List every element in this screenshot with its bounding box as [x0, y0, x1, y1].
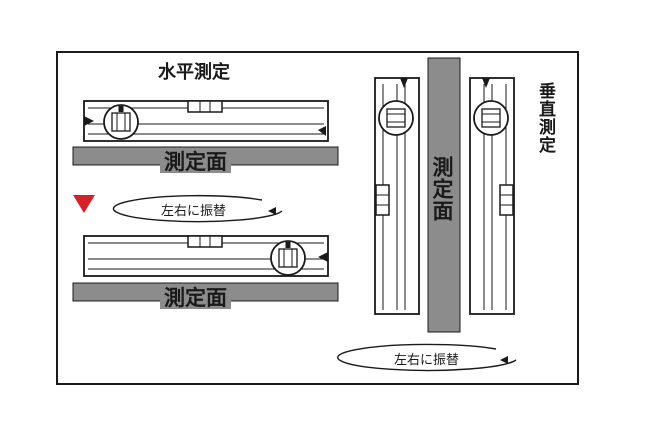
surface-label-bottom: 測定面 [160, 288, 231, 309]
surface-label-vertical: 測定面 [430, 156, 454, 222]
red-triangle-marker [73, 195, 95, 213]
swap-label-vertical: 左右に振替 [391, 354, 463, 367]
horizontal-level-bottom [83, 235, 329, 277]
horizontal-title: 水平測定 [158, 62, 230, 83]
swap-label-horizontal: 左右に振替 [158, 205, 230, 218]
surface-label-top: 測定面 [160, 152, 231, 173]
swap-arrow-vertical [337, 343, 517, 372]
vertical-level-right [469, 77, 515, 315]
vertical-wall [427, 57, 461, 333]
horizontal-level-top [83, 100, 329, 142]
vertical-title: 垂直測定 [535, 82, 555, 154]
vertical-level-left [374, 77, 420, 315]
swap-arrow-horizontal [112, 194, 283, 223]
